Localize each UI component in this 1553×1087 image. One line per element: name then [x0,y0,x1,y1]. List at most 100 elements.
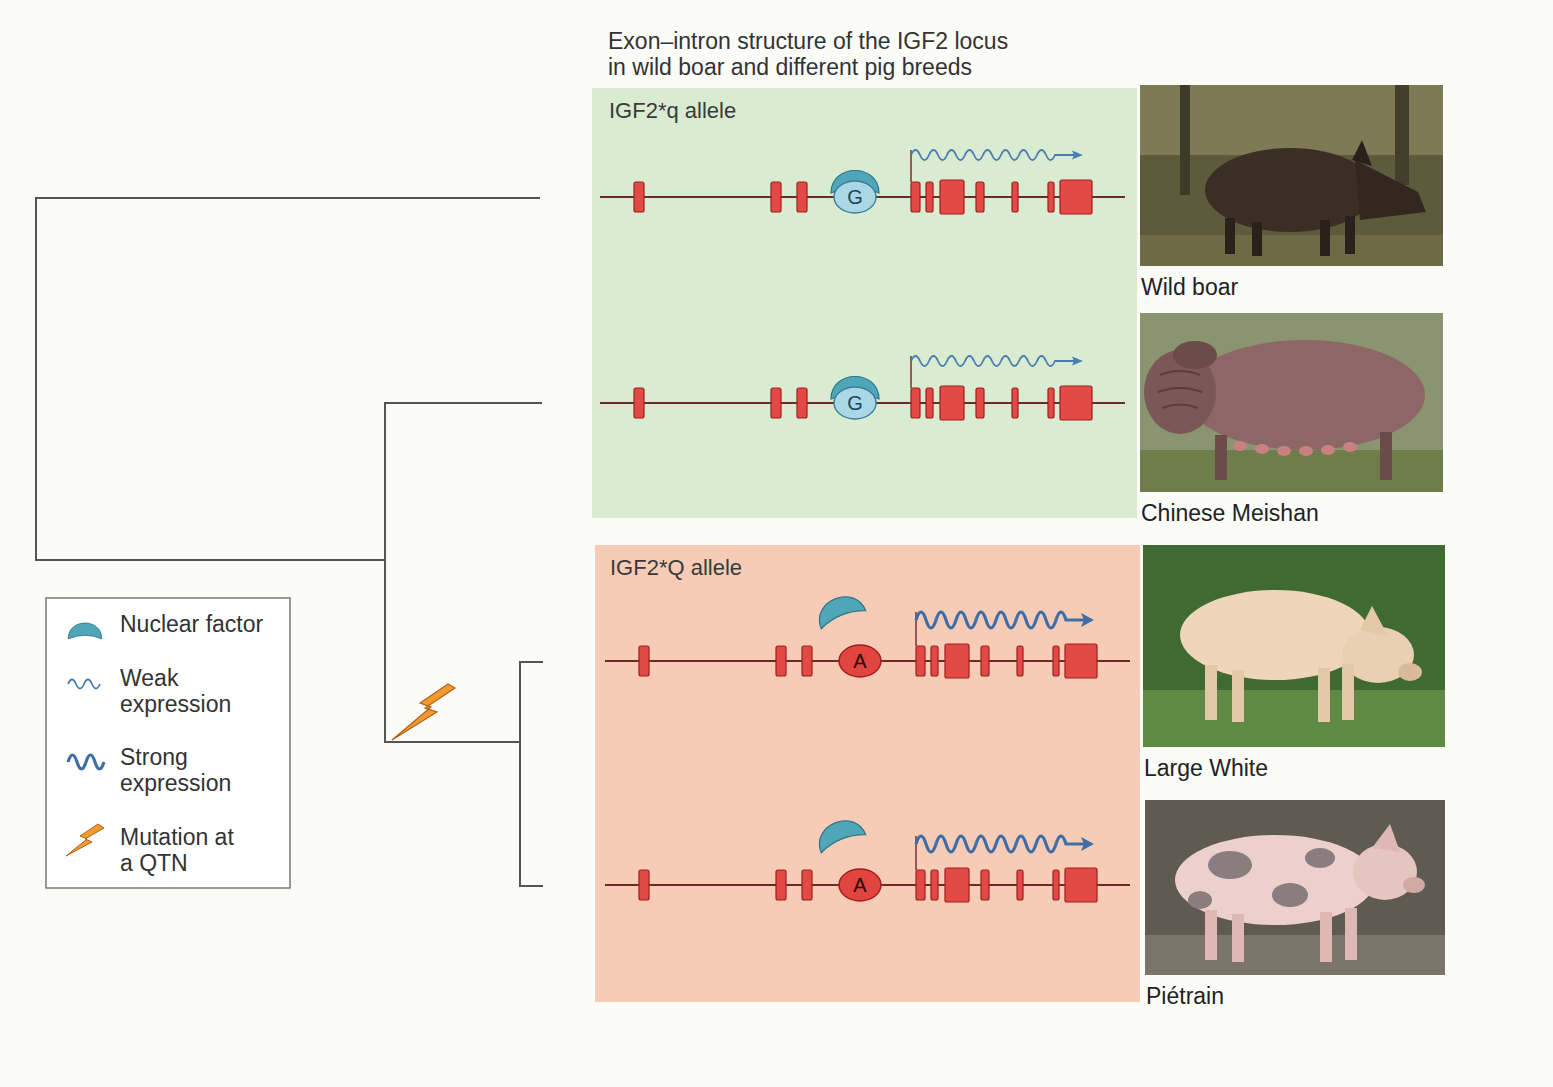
nucleotide-circle: G [833,386,877,420]
meishan-photo [1140,450,1443,492]
meishan-photo [1277,446,1291,456]
breed-photo: Piétrain [1145,800,1445,975]
allele-heading: IGF2*q allele [609,98,736,124]
mutation-bolt [392,684,455,740]
pietrain-photo [1188,891,1212,909]
legend-entry: Nuclear factor [120,611,285,637]
tree-branch [385,403,542,742]
tree-branch [520,662,543,886]
diagram-title: Exon–intron structure of the IGF2 locus … [608,28,1020,81]
legend-strong-sample [68,755,104,769]
legend-factor-sample [68,623,102,639]
gene-locus [605,644,1130,678]
nucleotide-circle: A [838,644,882,678]
allele-panel: A A IGF2*Q allele [595,545,1140,1002]
meishan-photo [1215,435,1227,480]
legend-label: Weak expression [120,665,252,717]
pietrain-photo [1305,848,1335,868]
large-white-photo [1360,606,1388,636]
breed-caption: Wild boar [1141,274,1238,301]
pietrain-photo [1205,910,1217,960]
large-white-photo [1205,665,1217,720]
breed-photo: Chinese Meishan [1140,313,1443,492]
wild-boar-photo [1320,220,1330,256]
breed-caption: Large White [1144,755,1268,782]
transcription-start [911,150,916,870]
pietrain-photo [1232,914,1244,962]
meishan-photo [1343,442,1357,452]
nuclear-factor [813,814,866,853]
tree-branch [36,198,540,560]
breed-photo: Wild boar [1140,85,1443,266]
large-white-photo [1143,545,1445,747]
breed-caption: Piétrain [1146,983,1224,1010]
pietrain-photo [1372,824,1400,852]
gene-locus [605,868,1130,902]
allele-heading: IGF2*Q allele [610,555,742,581]
large-white-photo [1143,545,1445,747]
wild-boar-photo [1252,222,1262,256]
strong-expression-wave [916,836,1094,852]
circle-outline [839,645,881,677]
meishan-photo [1158,371,1202,408]
wild-boar-photo [1180,85,1190,195]
meishan-photo [1140,313,1443,492]
large-white-photo [1342,664,1354,720]
pietrain-photo [1403,877,1425,893]
nuclear-factor [813,814,866,853]
allele-panel: G G IGF2*q allele [592,88,1137,518]
meishan-photo [1321,445,1335,455]
pietrain-photo [1208,851,1252,879]
legend-bolt-sample [66,824,104,856]
large-white-photo [1318,668,1330,722]
meishan-photo [1173,341,1217,369]
wild-boar-photo [1355,160,1426,220]
large-white-photo [1143,690,1445,747]
nucleotide-label: A [853,875,866,895]
panel-ground [592,88,1137,518]
pietrain-photo [1353,844,1417,900]
meishan-photo [1299,446,1313,456]
wild-boar-photo [1345,216,1355,254]
circle-outline [839,869,881,901]
nucleotide-circle: A [838,868,882,902]
nucleotide-label: A [853,651,866,671]
legend-box [46,598,290,888]
strong-expression-wave [916,612,1094,628]
nuclear-factor [813,590,866,629]
wild-boar-photo [1352,140,1372,166]
legend-entry: Mutation at a QTN [120,824,252,876]
legend-entry: Weak expression [120,665,252,717]
large-white-photo [1398,663,1422,681]
legend-label: Strong expression [120,744,252,796]
pietrain-photo [1145,800,1445,975]
legend-entry: Strong expression [120,744,252,796]
pietrain-photo [1145,935,1445,975]
circle-outline [834,181,876,213]
wild-boar-photo [1140,85,1443,266]
large-white-photo [1232,670,1244,722]
wild-boar-photo [1225,218,1235,254]
gene-locus [600,180,1125,214]
weak-expression-wave [911,150,1083,160]
panel-ground [595,545,1140,1002]
legend-label: Mutation at a QTN [120,824,252,876]
meishan-photo [1140,313,1443,492]
pietrain-photo [1272,883,1308,907]
nucleotide-circle: G [833,180,877,214]
wild-boar-photo [1140,235,1443,266]
pietrain-photo [1345,908,1357,960]
nuclear-factor [813,590,866,629]
meishan-photo [1233,441,1247,451]
gene-locus [600,386,1125,420]
wild-boar-photo [1140,85,1443,266]
meishan-photo [1380,432,1392,480]
legend-weak-sample [68,680,100,689]
circle-outline [834,387,876,419]
legend-label: Nuclear factor [120,611,285,637]
meishan-photo [1233,441,1357,456]
meishan-photo [1255,444,1269,454]
